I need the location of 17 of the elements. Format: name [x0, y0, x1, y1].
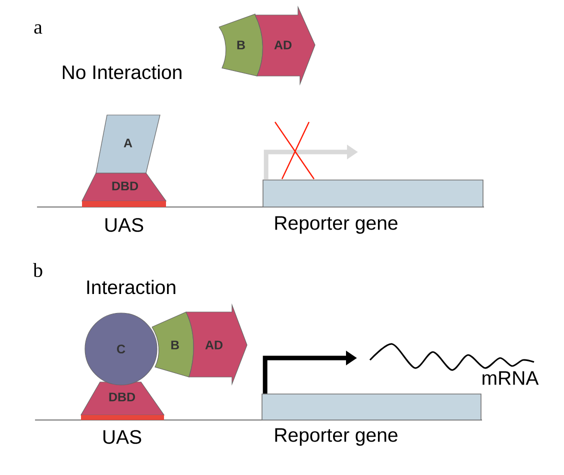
protein-shape: B: [218, 14, 264, 76]
arrow-shape: AD: [186, 304, 248, 384]
panel-letter: a: [34, 24, 42, 34]
gene-label: Reporter gene: [275, 216, 398, 234]
mrna-label: mRNA: [482, 371, 539, 385]
gene-label: UAS: [105, 218, 144, 232]
uas-bar: [81, 415, 164, 420]
protein-shape: B: [152, 312, 194, 378]
gene-label: UAS: [103, 430, 142, 444]
panel-heading: Interaction: [87, 280, 176, 294]
gene-box: [262, 394, 482, 420]
arrow-shape: AD: [254, 6, 316, 84]
panel-letter: b: [33, 262, 42, 278]
gene-label: Reporter gene: [275, 428, 398, 446]
panel-heading: No Interaction: [62, 64, 182, 80]
gene-box: [262, 180, 484, 208]
uas-bar: [82, 201, 166, 207]
